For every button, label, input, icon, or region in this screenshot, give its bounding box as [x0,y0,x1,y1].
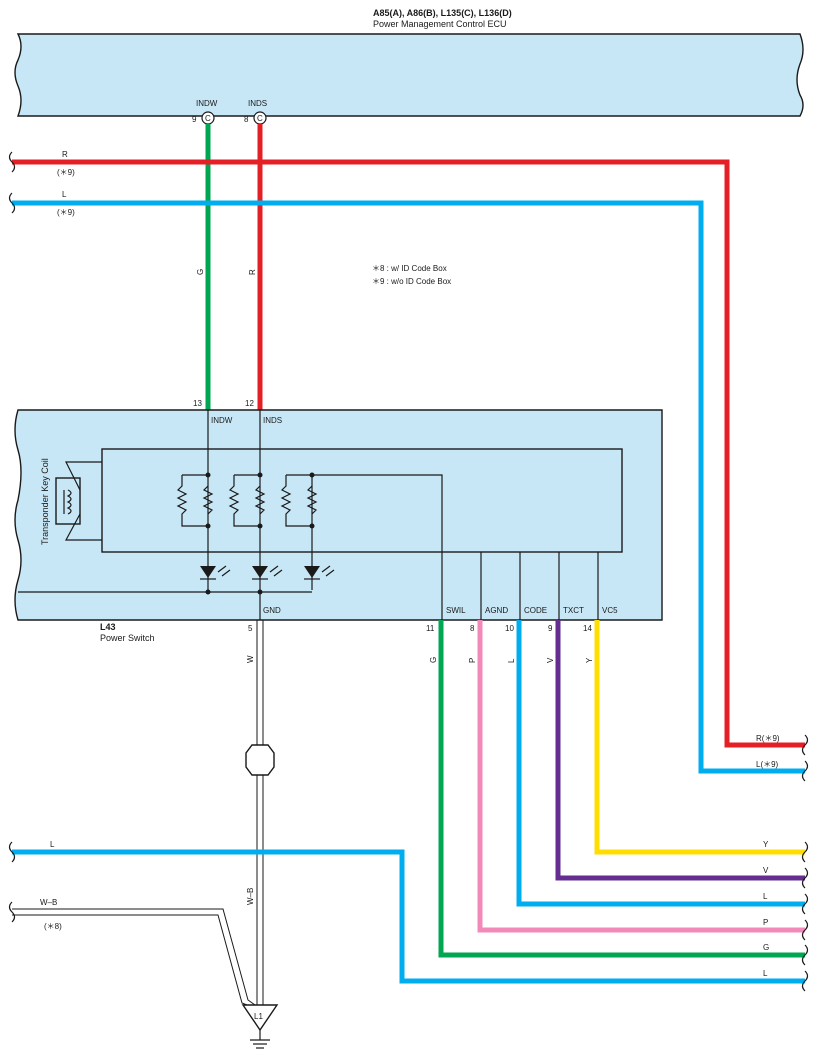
ground-icon [250,1039,270,1049]
right-label-g: G [763,943,769,952]
ecu-pin-num-indw: 9 [192,115,197,124]
note-9: ＊9 : w/o ID Code Box [372,277,451,286]
resistor-1b [202,485,214,515]
ecu-conn-letter-inds: C [257,114,263,123]
switch-pin-num-code: 10 [505,624,514,633]
wire-l-code [516,620,805,907]
switch-code: L43 [100,622,116,632]
resistor-group-3 [280,474,312,527]
wire-l-bottom [12,849,805,984]
switch-pin-num-gnd: 5 [248,624,253,633]
switch-pin-num-indw: 13 [193,399,202,408]
note-l-top: (＊9) [57,208,75,217]
break-l-top [8,192,16,214]
switch-pin-name-indw: INDW [211,416,233,425]
label-wb: W–B [40,898,57,907]
wire-v-txct [555,620,805,881]
led-icon-1 [200,565,231,580]
note-r-top: (＊9) [57,168,75,177]
wire-wb-left-top [12,908,256,1006]
switch-name: Power Switch [100,633,155,643]
right-label-l-code: L [763,892,768,901]
switch-pin-name-txct: TXCT [563,606,584,615]
ecu-title: A85(A), A86(B), L135(C), L136(D) [373,8,512,18]
right-label-r: R(＊9) [756,734,780,743]
break-l-bottom [8,841,16,863]
note-wb: (＊8) [44,922,62,931]
right-label-y: Y [763,840,769,849]
ecu-pin-name-indw: INDW [196,99,218,108]
switch-pin-name-gnd: GND [263,606,281,615]
resistor-group-1 [176,474,208,527]
coil-icon [66,489,72,515]
splice-point [245,744,275,776]
switch-box [14,409,663,621]
coil-lead-top [65,461,102,491]
resistor-2b [254,485,266,515]
right-label-p: P [763,918,768,927]
ground-point [241,1004,279,1032]
int-line-swil [312,474,443,620]
coil-label: Transponder Key Coil [40,458,50,545]
led-icon-2 [252,565,283,580]
break-r-top [8,151,16,173]
wire-r-top [12,159,805,748]
switch-pin-num-vc5: 14 [583,624,592,633]
wire-l-top [12,200,805,774]
ecu-subtitle: Power Management Control ECU [373,19,507,29]
label-g-indw: G [196,269,205,275]
right-label-l-top: L(＊9) [756,760,779,769]
ground-label: L1 [254,1012,263,1021]
wire-y-vc5 [594,620,805,855]
label-r-inds: R [248,269,257,275]
wire-g-swil [438,620,805,958]
coil-box [55,477,81,525]
label-r-top: R [62,150,68,159]
right-label-v: V [763,866,769,875]
right-label-l-bottom: L [763,969,768,978]
wire-p-agnd [477,620,805,933]
label-p-agnd: P [468,658,477,663]
ecu-pin-name-inds: INDS [248,99,267,108]
label-y-vc5: Y [585,657,594,663]
note-8: ＊8 : w/ ID Code Box [372,264,447,273]
ecu-conn-letter-indw: C [205,114,211,123]
switch-pin-name-swil: SWIL [446,606,466,615]
switch-pin-num-inds: 12 [245,399,254,408]
switch-pin-num-txct: 9 [548,624,553,633]
label-wb-ground: W–B [246,888,255,905]
resistor-3b [306,485,318,515]
ecu-pin-num-inds: 8 [244,115,249,124]
switch-pin-name-code: CODE [524,606,547,615]
switch-inner-module [101,448,623,553]
switch-pin-num-swil: 11 [426,624,435,633]
label-l-bottom: L [50,840,55,849]
label-g-swil: G [429,657,438,663]
switch-pin-name-vc5: VC5 [602,606,618,615]
resistor-group-2 [228,474,260,527]
junction-dots [205,472,315,595]
label-l-top: L [62,190,67,199]
coil-lead-bottom [64,513,102,541]
label-v-txct: V [546,657,555,663]
right-break-marks [801,734,809,992]
label-w-gnd: W [246,655,255,663]
break-wb [8,901,16,923]
led-icon-3 [304,565,335,580]
ecu-box [14,33,804,117]
switch-pin-num-agnd: 8 [470,624,475,633]
label-l-code: L [507,658,516,663]
switch-pin-name-inds: INDS [263,416,282,425]
switch-pin-name-agnd: AGND [485,606,508,615]
